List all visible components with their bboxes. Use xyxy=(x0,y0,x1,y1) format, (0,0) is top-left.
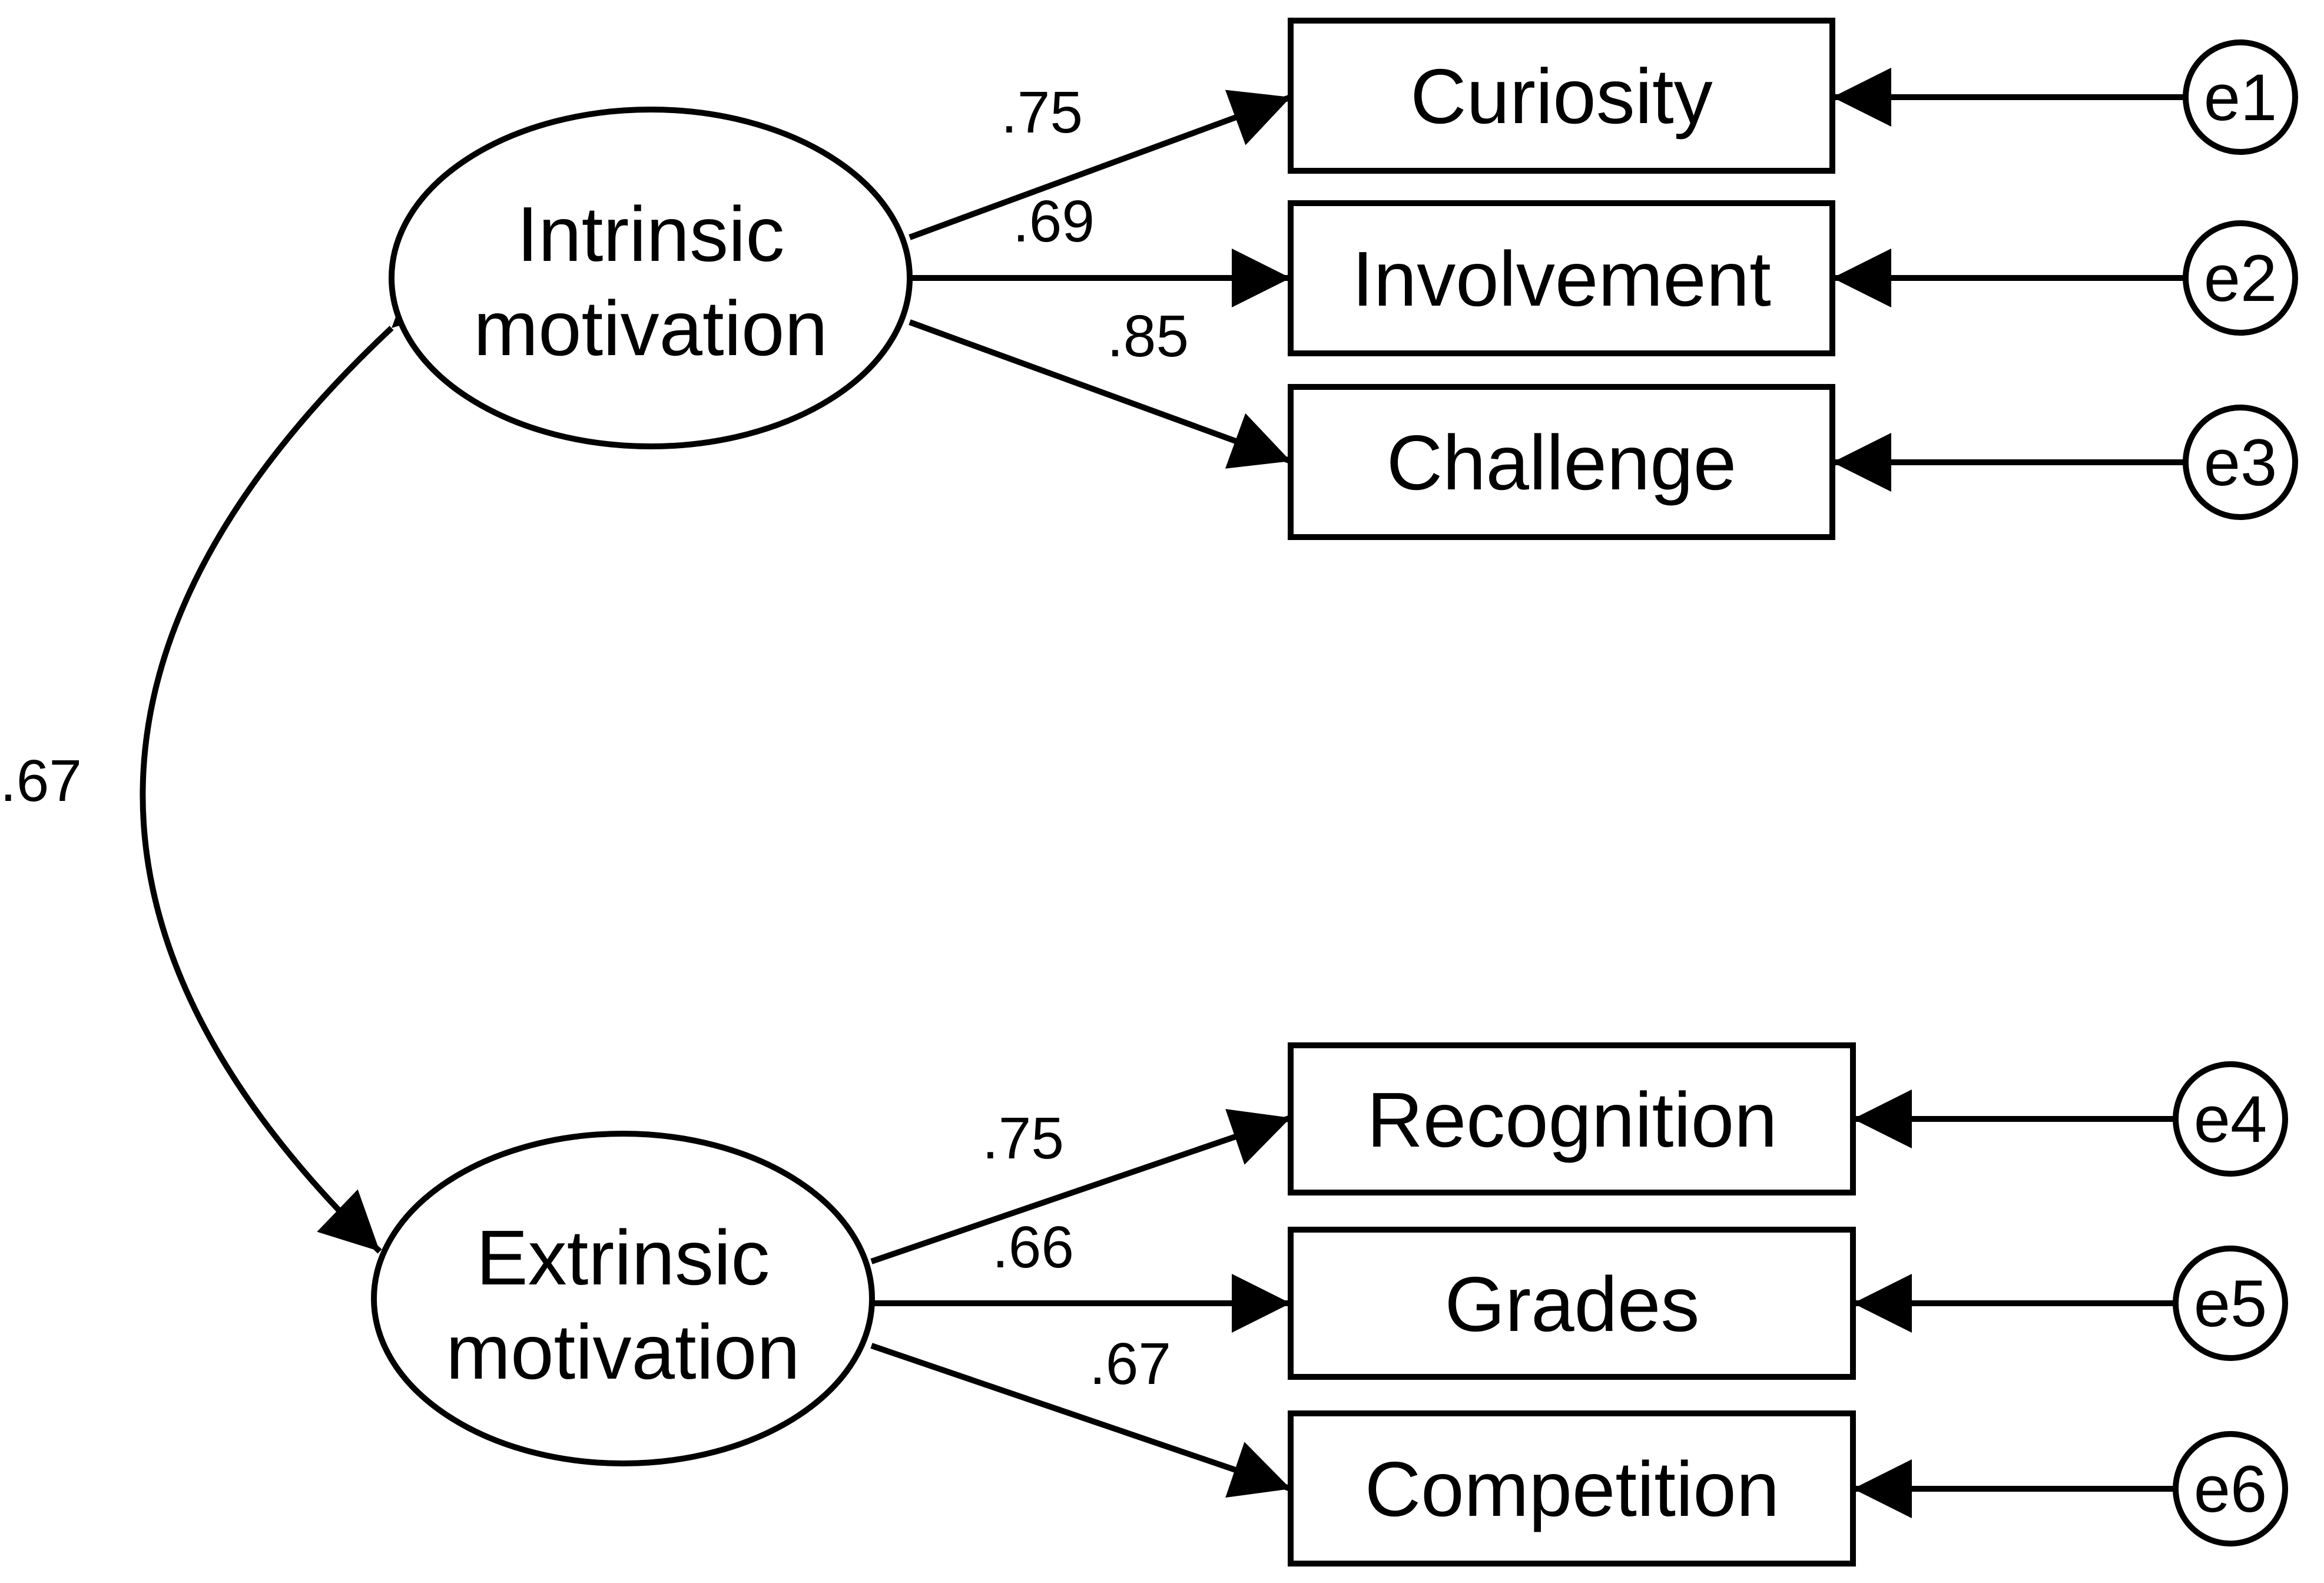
loading-arrow-competition xyxy=(870,1343,1292,1498)
latent-extrinsic-label-1: Extrinsic xyxy=(476,1214,770,1301)
error-e3: e3 xyxy=(2183,405,2298,520)
indicator-curiosity: Curiosity xyxy=(1288,18,1835,174)
loading-arrow-curiosity xyxy=(909,90,1292,240)
error-e2: e2 xyxy=(2183,220,2298,336)
indicator-involvement-label: Involvement xyxy=(1352,236,1771,322)
error-e5-label: e5 xyxy=(2194,1267,2267,1340)
indicator-involvement: Involvement xyxy=(1288,200,1835,356)
indicator-grades-box xyxy=(1288,1227,1856,1380)
indicator-recognition-label: Recognition xyxy=(1367,1077,1777,1163)
indicator-curiosity-box xyxy=(1288,18,1835,174)
loading-label-competition: .67 xyxy=(1089,1331,1171,1397)
error-e4-label: e4 xyxy=(2194,1082,2267,1156)
latent-intrinsic-ellipse xyxy=(389,107,913,449)
loading-label-curiosity: .75 xyxy=(1001,80,1083,145)
correlation-label: .67 xyxy=(0,748,82,814)
latent-intrinsic: Intrinsic motivation xyxy=(389,107,913,449)
error-e4-circle xyxy=(2173,1061,2288,1177)
error-e2-label: e2 xyxy=(2204,241,2277,315)
error-e2-circle xyxy=(2183,220,2298,336)
error-e3-label: e3 xyxy=(2204,426,2277,499)
error-e1: e1 xyxy=(2183,39,2298,155)
error-e5: e5 xyxy=(2173,1246,2288,1361)
latent-intrinsic-label-1: Intrinsic xyxy=(517,191,785,277)
error-e6-label: e6 xyxy=(2194,1452,2267,1526)
indicator-involvement-box xyxy=(1288,200,1835,356)
loading-label-grades: .66 xyxy=(992,1214,1074,1280)
error-e6: e6 xyxy=(2173,1431,2288,1546)
loading-arrow-recognition xyxy=(870,1109,1292,1264)
loading-label-challenge: .85 xyxy=(1107,303,1189,369)
indicator-recognition: Recognition xyxy=(1288,1042,1856,1195)
correlation-arc xyxy=(140,266,455,1254)
loading-label-involvement: .69 xyxy=(1013,188,1095,254)
error-e4: e4 xyxy=(2173,1061,2288,1177)
latent-extrinsic-label-2: motivation xyxy=(446,1309,800,1395)
error-e3-circle xyxy=(2183,405,2298,520)
latent-intrinsic-label-2: motivation xyxy=(473,285,828,372)
indicator-challenge-label: Challenge xyxy=(1387,419,1736,506)
indicator-competition: Competition xyxy=(1288,1410,1856,1567)
error-e6-circle xyxy=(2173,1431,2288,1546)
latent-extrinsic: Extrinsic motivation xyxy=(371,1131,875,1466)
error-e5-circle xyxy=(2173,1246,2288,1361)
error-e1-circle xyxy=(2183,39,2298,155)
indicator-challenge: Challenge xyxy=(1288,384,1835,540)
indicator-competition-label: Competition xyxy=(1365,1446,1779,1532)
latent-extrinsic-ellipse xyxy=(371,1131,875,1466)
indicator-grades: Grades xyxy=(1288,1227,1856,1380)
indicator-challenge-box xyxy=(1288,384,1835,540)
loading-label-recognition: .75 xyxy=(982,1105,1064,1171)
error-e1-label: e1 xyxy=(2204,61,2277,134)
loading-arrow-challenge xyxy=(909,319,1292,469)
indicator-grades-label: Grades xyxy=(1445,1261,1700,1347)
indicator-curiosity-label: Curiosity xyxy=(1410,53,1712,140)
